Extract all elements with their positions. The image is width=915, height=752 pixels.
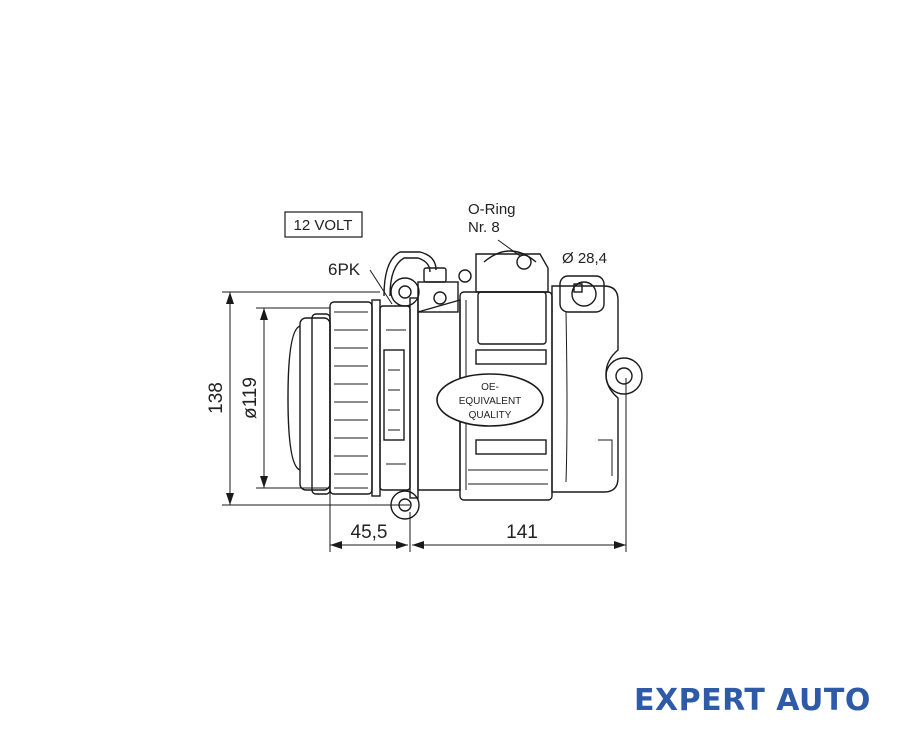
front-housing: [379, 277, 420, 520]
belt-leader-line: [369, 269, 393, 305]
dim-pulley-diameter: ø119: [240, 377, 261, 419]
oring-label-line-1: O-Ring: [468, 201, 516, 218]
dim-body-length: 141: [506, 522, 538, 543]
oring-label-line-2: Nr. 8: [468, 219, 500, 236]
belt-label: 6PK: [328, 260, 361, 279]
watermark-logo: EXPERT AUTO: [634, 683, 871, 718]
oe-line-1: OE-: [481, 382, 499, 393]
compressor-body: [417, 250, 643, 501]
oe-line-2: EQUIVALENT: [459, 396, 522, 407]
oring-leader-line: [497, 239, 521, 257]
voltage-box: 12 VOLT: [284, 211, 363, 238]
dimension-lines: [222, 291, 627, 552]
pulley: [287, 299, 381, 497]
voltage-label: 12 VOLT: [294, 217, 353, 234]
dim-height: 138: [206, 382, 227, 414]
oe-equivalent-badge: OE- EQUIVALENT QUALITY: [436, 373, 544, 427]
connector-wiring: [383, 251, 472, 313]
dim-pulley-offset: 45,5: [351, 522, 388, 543]
oe-line-3: QUALITY: [469, 410, 512, 421]
port-diameter-label: Ø 28,4: [562, 250, 607, 267]
